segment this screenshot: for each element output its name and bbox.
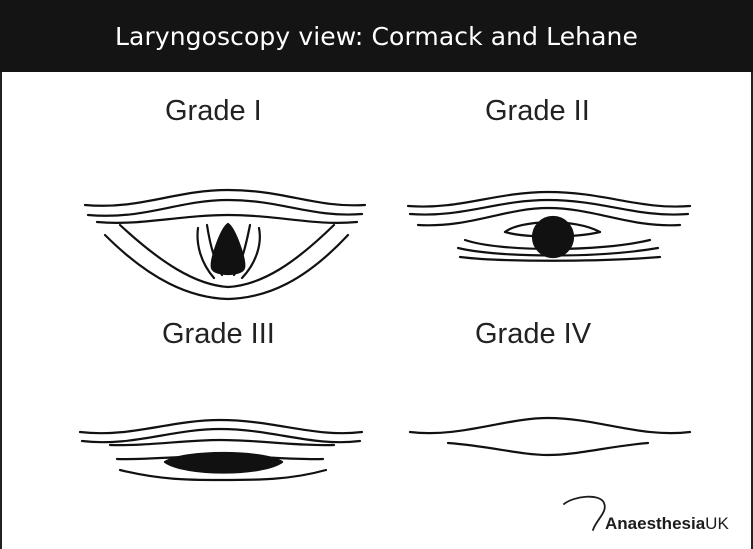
grade-2-illustration xyxy=(408,192,690,261)
logo-swoosh-icon xyxy=(564,497,605,530)
logo-text-bold: Anaesthesia xyxy=(605,514,705,533)
logo-text-regular: UK xyxy=(705,514,729,533)
grade-3-illustration xyxy=(80,420,362,480)
anaesthesia-uk-logo: AnaesthesiaUK xyxy=(605,514,729,534)
grade-4-illustration xyxy=(410,418,690,455)
grade-1-illustration xyxy=(85,190,365,299)
